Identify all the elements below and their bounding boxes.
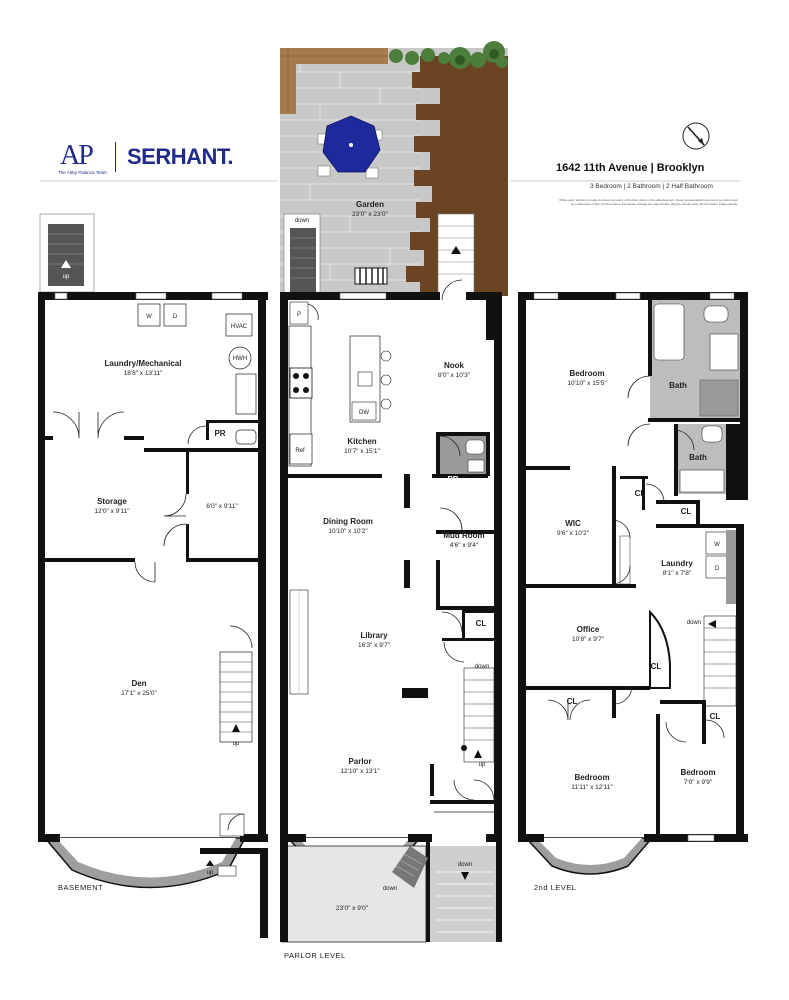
storage-label: Storage (97, 497, 127, 506)
bath2-label: Bath (689, 453, 707, 462)
washer-label: W (146, 314, 152, 320)
office-label: Office (577, 625, 600, 634)
hvac-unit-icon (225, 313, 253, 337)
rear-bedroom-dim: 10'10" x 15'5" (567, 380, 607, 387)
library-label: Library (360, 631, 388, 640)
office-closet-label: CL (651, 662, 662, 671)
den-stairs-label: up (233, 741, 240, 747)
garden-left-stairs-label: down (295, 218, 309, 224)
second-closet2-label: CL (681, 507, 692, 516)
basement-entry-up-label: up (63, 274, 70, 280)
small-bedroom-label: Bedroom (680, 768, 715, 777)
dining-room-label: Dining Room (323, 517, 373, 526)
second-dryer-label: D (715, 566, 720, 572)
mud-room-dim: 4'6" x 9'4" (450, 542, 479, 549)
patio-umbrella-icon (317, 115, 383, 179)
parlor-label: Parlor (348, 757, 371, 766)
garden-label: Garden (356, 200, 384, 209)
basement-exit-up-label: up (207, 870, 214, 876)
stoop-stairs-angled[interactable] (392, 846, 428, 888)
dining-room-dim: 10'10" x 10'2" (328, 528, 368, 535)
second-floor (518, 292, 748, 875)
grill-icon (354, 267, 388, 285)
garden-dim: 23'0" x 23'0" (352, 211, 388, 218)
front-bedroom-closet-label: CL (567, 697, 578, 706)
compass-icon (682, 122, 710, 150)
kitchen-label: Kitchen (347, 437, 376, 446)
utility-sink-icon (235, 373, 257, 415)
small-bedroom-dim: 7'0" x 9'9" (684, 779, 713, 786)
garden-stairs-left[interactable] (283, 213, 321, 297)
wic-label: WIC (565, 519, 581, 528)
basement-level-label: BASEMENT (58, 883, 103, 892)
dishwasher-icon (351, 401, 377, 421)
parlor-pr-label: PR (447, 475, 458, 484)
water-heater-icon (228, 346, 252, 370)
range-icon (289, 367, 313, 399)
second-stairs-down-label: down (687, 620, 701, 626)
front-bedroom-label: Bedroom (574, 773, 609, 782)
second-laundry-label: Laundry (661, 559, 693, 568)
wic-dim: 9'6" x 10'2" (557, 530, 590, 537)
hwh-label: HWH (233, 356, 247, 362)
garden-right-stairs-label: down (449, 262, 463, 268)
basement-entry-stairs[interactable] (39, 213, 95, 293)
second-level-label: 2nd LEVEL (534, 883, 576, 892)
kitchen-dim: 10'7" x 15'1" (344, 448, 380, 455)
garden-stairs-right[interactable] (437, 213, 475, 297)
dryer-label: D (173, 314, 178, 320)
front-stairs-label: down (458, 862, 472, 868)
ref-label: Ref (295, 448, 305, 454)
rear-bedroom-label: Bedroom (569, 369, 604, 378)
stoop-angled-stairs-label: down (383, 886, 397, 892)
laundry-mechanical-label: Laundry/Mechanical (105, 359, 182, 368)
storage2-dim: 6'0" x 9'11" (206, 503, 238, 510)
nook-label: Nook (444, 361, 465, 370)
parlor-closet-label: CL (476, 619, 487, 628)
stoop-dim: 23'0" x 9'0" (336, 905, 369, 912)
labels: Garden 23'0" x 23'0" down down up Laundr… (58, 200, 720, 960)
parlor-stairs-down-label: down (475, 664, 489, 670)
second-washer-label: W (714, 542, 720, 548)
parlor-stairs-up-label: up (479, 762, 486, 768)
library-dim: 16'3" x 9'7" (358, 642, 391, 649)
dw-label: DW (359, 410, 369, 416)
bath1-label: Bath (669, 381, 687, 390)
toilet-icon (235, 429, 257, 445)
dryer-icon (163, 303, 187, 327)
washer-icon (137, 303, 161, 327)
pantry-label: P (297, 312, 301, 318)
den-stairs[interactable] (219, 651, 253, 743)
refrigerator-icon (289, 433, 313, 465)
second-closet1-label: CL (635, 489, 646, 498)
basement-floor (38, 213, 268, 938)
office-dim: 10'8" x 9'7" (572, 636, 605, 643)
hvac-label: HVAC (231, 324, 248, 330)
nook-dim: 8'0" x 10'3" (438, 372, 471, 379)
den-label: Den (131, 679, 146, 688)
storage-dim: 12'0" x 9'11" (94, 508, 130, 515)
basement-pr-label: PR (214, 429, 225, 438)
parlor-dim: 12'10" x 13'1" (340, 768, 380, 775)
parlor-level-label: PARLOR LEVEL (284, 951, 346, 960)
mud-room-label: Mud Room (443, 531, 484, 540)
den-dim: 17'1" x 25'0" (121, 690, 157, 697)
parlor-floor (280, 279, 502, 943)
second-laundry-dim: 8'1" x 7'8" (663, 570, 692, 577)
front-bedroom-dim: 11'11" x 12'11" (571, 784, 613, 791)
fireplace-icon (402, 688, 428, 698)
garden-area (280, 41, 508, 297)
second-level-stairs[interactable] (703, 615, 737, 707)
small-bedroom-closet-label: CL (710, 712, 721, 721)
parlor-stairs[interactable] (461, 667, 495, 763)
laundry-mechanical-dim: 18'8" x 13'11" (124, 370, 163, 377)
